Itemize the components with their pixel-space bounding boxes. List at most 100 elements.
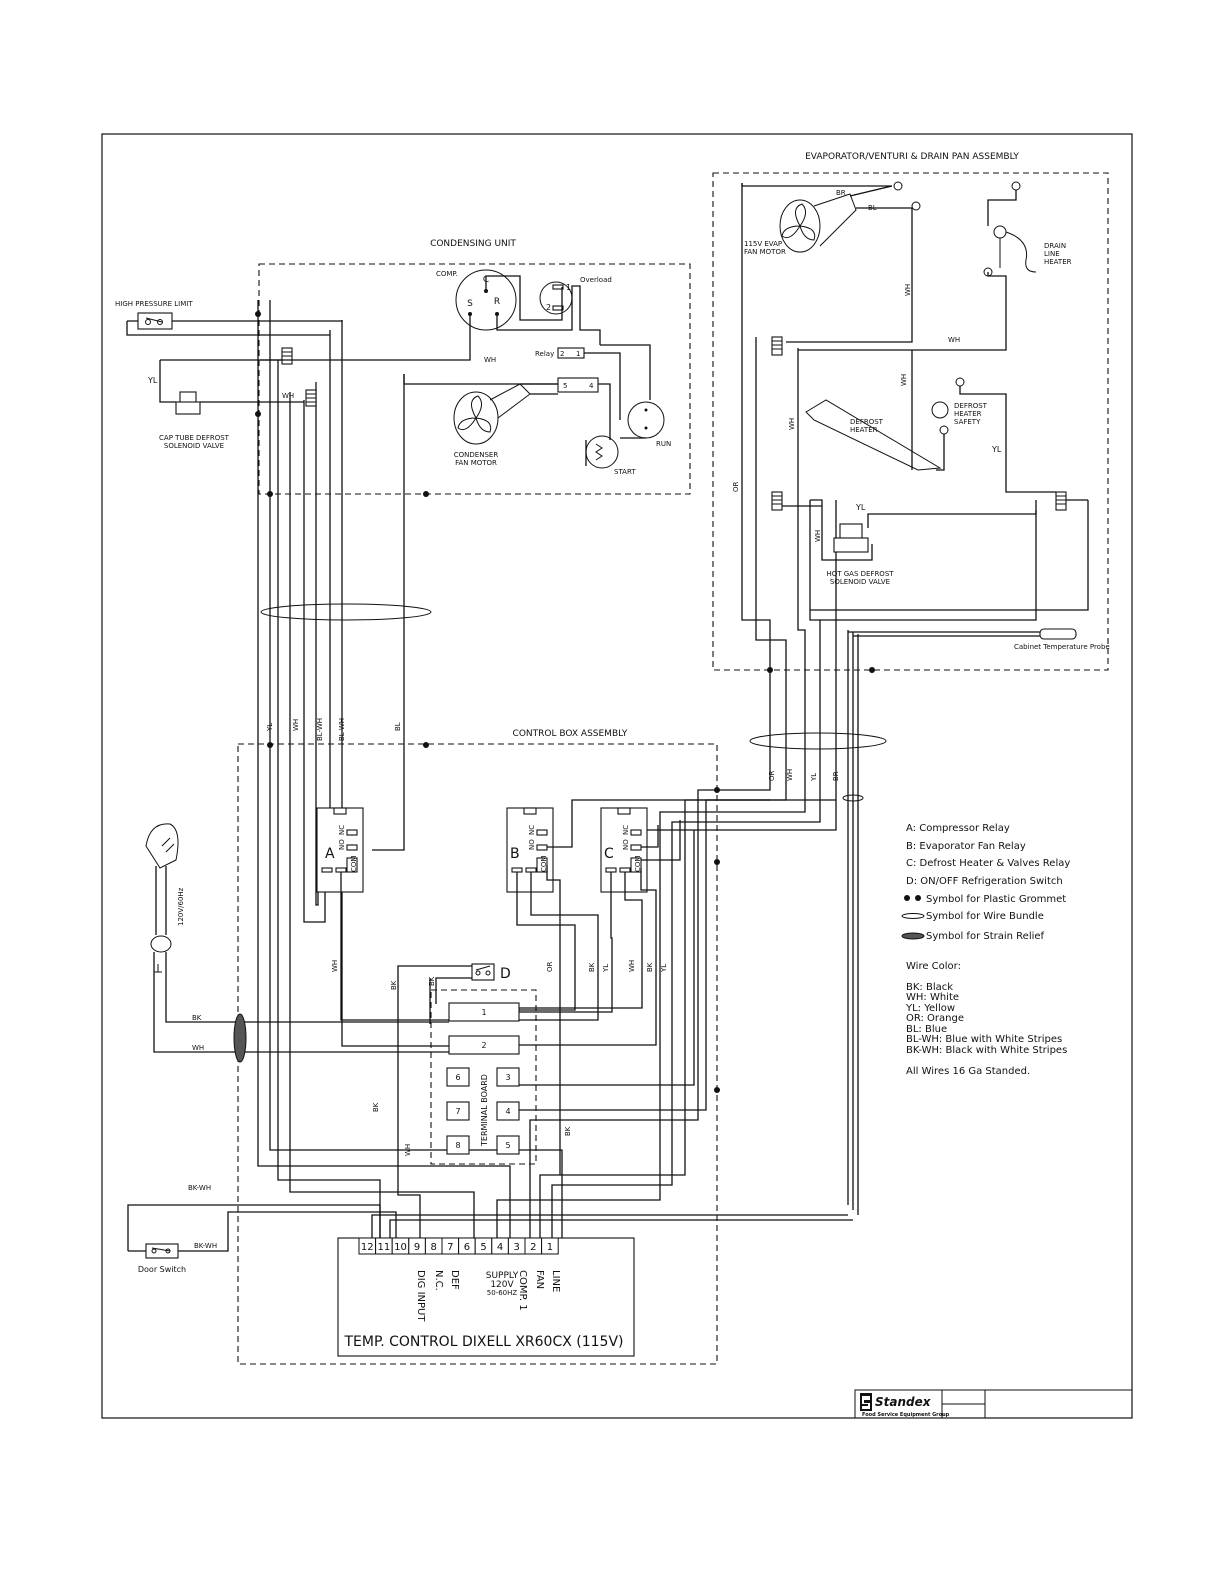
defrost-heater-label-2: HEATER: [850, 426, 878, 434]
compressor: COMP. C S R: [436, 269, 517, 331]
pin-label-fan: FAN: [534, 1270, 545, 1289]
relay-contact-4: 4: [589, 382, 594, 390]
relay-c-pin-no: NO: [622, 839, 630, 850]
controller-terminal-number: 4: [497, 1242, 503, 1253]
strain-relief: [233, 1013, 247, 1063]
start-relay: Relay 2 1 5 4: [403, 344, 651, 440]
run-capacitor: RUN: [620, 401, 671, 448]
bundle-label-wh: WH: [786, 769, 794, 781]
title-block: Standex Food Service Equipment Group: [854, 1389, 1133, 1419]
cb-label-bk-2: BK: [428, 976, 436, 986]
cb-label-wh-2: WH: [628, 960, 636, 972]
cap-tube-wire-wh: WH: [282, 392, 294, 400]
high-pressure-limit-label: HIGH PRESSURE LIMIT: [115, 300, 193, 308]
legend-strain-relief: Symbol for Strain Relief: [926, 931, 1045, 942]
vertical-wire-runs: [257, 183, 859, 1238]
cb-label-or: OR: [546, 961, 554, 972]
comp-pin-r: R: [494, 297, 500, 307]
switch-d: D: [397, 963, 511, 1238]
cap-tube-wire-yl: YL: [147, 376, 158, 385]
controller-terminal-number: 8: [431, 1242, 437, 1253]
legend-relay-a: A: Compressor Relay: [906, 823, 1010, 834]
legend-grommet: Symbol for Plastic Grommet: [926, 894, 1066, 905]
defrost-wire-wh-left: WH: [788, 418, 796, 430]
wire-bundle-upper: [260, 603, 432, 621]
relay-contact-1: 1: [576, 350, 580, 358]
high-pressure-limit: HIGH PRESSURE LIMIT: [115, 300, 343, 336]
evap-wire-or: OR: [732, 481, 740, 492]
condenser-fan-motor: CONDENSER FAN MOTOR: [453, 383, 558, 467]
cb-label-bk-4: BK: [646, 962, 654, 972]
power-cord-label: 120V/60Hz: [177, 887, 185, 926]
legend-color-bl: BL: Blue: [906, 1024, 947, 1035]
tb-cell-4: 4: [505, 1107, 510, 1116]
legend-relay-b: B: Evaporator Fan Relay: [906, 841, 1026, 852]
pin-label-supply-1: SUPPLY: [486, 1271, 519, 1281]
relay-a: A NC NO COM: [316, 807, 449, 1021]
drain-heater-label-1: DRAIN: [1044, 242, 1066, 250]
upper-label-wh: WH: [292, 719, 300, 731]
power-cord: 120V/60Hz BK WH: [145, 823, 449, 1063]
start-capacitor: START: [585, 435, 636, 476]
defrost-heater: DEFROST HEATER WH WH: [788, 350, 942, 471]
legend-color-yl: YL: Yellow: [905, 1003, 955, 1014]
pin-label-def: DEF: [449, 1270, 460, 1290]
tb-cell-8: 8: [455, 1141, 460, 1150]
pin-label-line: LINE: [550, 1270, 561, 1292]
controller-terminal-number: 7: [447, 1242, 453, 1253]
upper-label-bl-wh-2: BL-WH: [338, 718, 346, 741]
hot-gas-label-2: SOLENOID VALVE: [830, 578, 890, 586]
wire-bundle-evap: [749, 732, 887, 750]
upper-label-bl-wh-1: BL-WH: [316, 718, 324, 741]
relay-b: B NC NO COM: [506, 799, 836, 1175]
relay-contact-2: 2: [560, 350, 564, 358]
legend-switch-d: D: ON/OFF Refrigeration Switch: [906, 876, 1063, 887]
grommets: [255, 311, 875, 1093]
relay-c: C NC NO COM: [518, 807, 681, 1046]
cabinet-temperature-probe: Cabinet Temperature Probe: [848, 628, 1110, 651]
tb-cell-3: 3: [505, 1073, 510, 1082]
door-wire-bk-wh-2: BK-WH: [194, 1242, 217, 1250]
legend: A: Compressor Relay B: Evaporator Fan Re…: [901, 823, 1070, 1077]
upper-label-yl: YL: [266, 723, 274, 732]
controller-terminal-number: 10: [394, 1242, 407, 1253]
condensing-unit-box: [258, 263, 691, 495]
overload-label: Overload: [580, 276, 612, 284]
tb-cell-2: 2: [481, 1041, 486, 1050]
relay-b-letter: B: [510, 846, 520, 862]
relay-b-pin-no: NO: [528, 839, 536, 850]
door-switch-label: Door Switch: [138, 1265, 186, 1274]
overload-pin-2: 2: [546, 303, 551, 312]
evaporator-assembly-box: [712, 172, 1109, 671]
tb-cell-6: 6: [455, 1073, 460, 1082]
drain-heater-label-2: LINE: [1044, 250, 1060, 258]
cb-label-wh-3: WH: [404, 1144, 412, 1156]
cb-label-bk-1: BK: [390, 980, 398, 990]
bundle-label-br: BR: [832, 771, 840, 781]
cap-tube-label-1: CAP TUBE DEFROST: [159, 434, 230, 442]
evap-fan-wire-br: BR: [836, 189, 846, 197]
cabinet-probe-label: Cabinet Temperature Probe: [1014, 643, 1110, 651]
pin-label-dig-input: DIG INPUT: [415, 1270, 426, 1322]
tb-cell-5: 5: [505, 1141, 510, 1150]
legend-color-bl-wh: BL-WH: Blue with White Stripes: [906, 1034, 1062, 1045]
comp-label: COMP.: [436, 270, 458, 278]
legend-wire-bundle: Symbol for Wire Bundle: [926, 911, 1044, 922]
controller-terminal-number: 5: [480, 1242, 486, 1253]
relay-c-pin-com: COM: [634, 856, 642, 872]
controller-terminal-number: 3: [514, 1242, 520, 1253]
pin-label-supply-3: 50-60HZ: [487, 1289, 518, 1297]
controller-terminal: [541, 1237, 559, 1255]
relay-c-letter: C: [604, 846, 614, 862]
relay-b-pin-nc: NC: [528, 825, 536, 835]
cb-label-yl-1: YL: [602, 964, 610, 973]
drain-heater-label-3: HEATER: [1044, 258, 1072, 266]
evap-bundle-labels: OR WH YL BR: [768, 769, 840, 782]
defrost-heater-safety: DEFROST HEATER SAFETY YL: [931, 377, 1056, 493]
evaporator-assembly-title: EVAPORATOR/VENTURI & DRAIN PAN ASSEMBLY: [805, 152, 1019, 162]
overload: Overload 2 1: [539, 276, 612, 315]
cb-label-bk-6: BK: [564, 1126, 572, 1136]
hot-gas-wire-wh: WH: [814, 530, 822, 542]
condenser-fan-label-2: FAN MOTOR: [455, 459, 497, 467]
